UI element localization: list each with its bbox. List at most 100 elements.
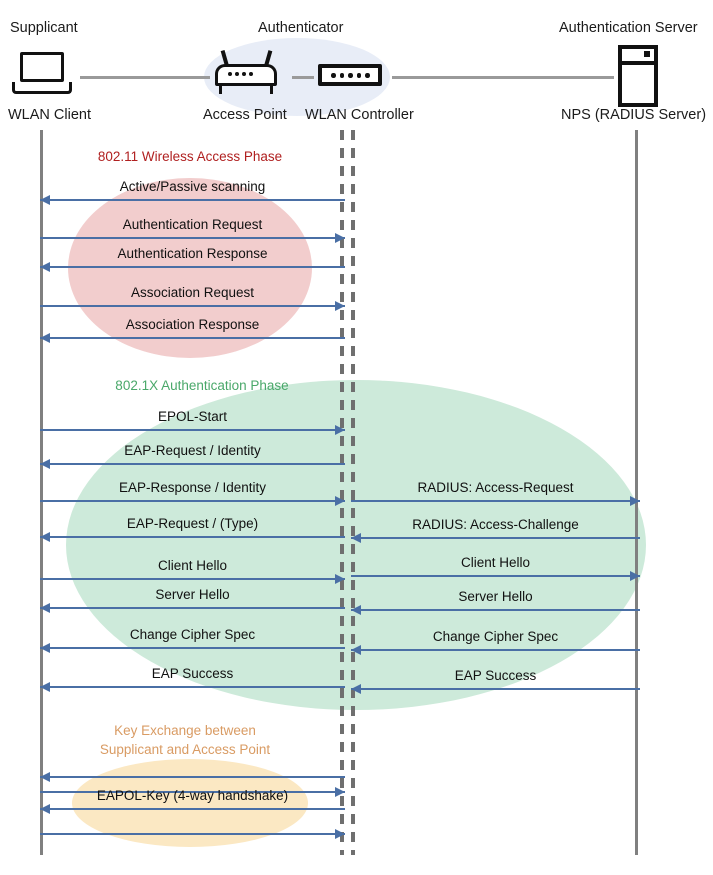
message-arrow-line: [40, 776, 345, 778]
arrowhead-left-icon: [40, 261, 50, 272]
message-label: Active/Passive scanning: [119, 179, 266, 194]
arrowhead-right-icon: [335, 424, 345, 435]
message-label: EAP-Response / Identity: [118, 480, 267, 495]
message-arrow-line: [40, 266, 345, 268]
message-arrow-line: [351, 688, 640, 690]
node-label-nps-radius-server: NPS (RADIUS Server): [561, 107, 707, 123]
wire-controller-to-server: [392, 76, 614, 79]
arrowhead-right-icon: [335, 786, 345, 797]
access-point-foot-right: [270, 86, 280, 94]
arrowhead-left-icon: [40, 803, 50, 814]
message-label: Association Response: [125, 317, 260, 332]
message-label: EAPOL-Key (4-way handshake): [96, 788, 289, 803]
message-arrow-line: [40, 199, 345, 201]
role-title-authentication-server: Authentication Server: [559, 20, 698, 36]
wire-ap-to-controller: [292, 76, 314, 79]
message-arrow-line: [40, 237, 345, 239]
auth-server-lifeline: [635, 130, 638, 855]
message-label: Authentication Response: [117, 246, 268, 261]
server-icon: [618, 45, 658, 107]
message-label: Client Hello: [460, 555, 531, 570]
phase-caption-key-exchange-line2: Supplicant and Access Point: [99, 742, 271, 757]
arrowhead-left-icon: [351, 604, 361, 615]
role-title-authenticator: Authenticator: [258, 20, 344, 36]
arrowhead-left-icon: [40, 194, 50, 205]
arrowhead-left-icon: [40, 458, 50, 469]
access-point-body: [215, 64, 277, 86]
laptop-screen-part: [20, 52, 64, 82]
server-status-led: [644, 51, 650, 57]
arrowhead-left-icon: [351, 532, 361, 543]
phase-blob-dot1x-auth: [66, 380, 646, 710]
authenticator-lifeline-left: [340, 130, 344, 855]
arrowhead-right-icon: [335, 573, 345, 584]
message-label: Server Hello: [458, 589, 533, 604]
message-label: Change Cipher Spec: [129, 627, 256, 642]
message-arrow-line: [351, 537, 640, 539]
arrowhead-right-icon: [630, 570, 640, 581]
arrowhead-left-icon: [40, 771, 50, 782]
server-chassis: [618, 45, 658, 107]
message-arrow-line: [40, 429, 345, 431]
node-label-wlan-controller: WLAN Controller: [305, 107, 414, 123]
arrowhead-right-icon: [335, 828, 345, 839]
message-label: EAP-Request / Identity: [124, 443, 261, 458]
arrowhead-left-icon: [40, 531, 50, 542]
message-label: Server Hello: [155, 587, 230, 602]
arrowhead-left-icon: [40, 681, 50, 692]
arrowhead-right-icon: [335, 300, 345, 311]
arrowhead-left-icon: [351, 644, 361, 655]
message-arrow-line: [40, 536, 345, 538]
phase-blob-wireless-access: [68, 178, 312, 358]
arrowhead-right-icon: [630, 495, 640, 506]
message-arrow-line: [40, 607, 345, 609]
phase-caption-key-exchange: Key Exchange between Supplicant and Acce…: [80, 721, 290, 759]
node-label-wlan-client: WLAN Client: [8, 107, 91, 123]
laptop-base-part: [12, 82, 72, 94]
access-point-leds: [228, 72, 253, 76]
phase-blob-key-exchange: [72, 759, 308, 847]
message-arrow-line: [40, 578, 345, 580]
node-label-access-point: Access Point: [203, 107, 287, 123]
laptop-icon: [12, 52, 72, 96]
message-arrow-line: [40, 500, 345, 502]
message-label: RADIUS: Access-Request: [417, 480, 574, 495]
message-arrow-line: [40, 833, 345, 835]
server-bay-divider: [618, 61, 658, 65]
arrowhead-right-icon: [335, 495, 345, 506]
supplicant-lifeline: [40, 130, 43, 855]
arrowhead-left-icon: [351, 683, 361, 694]
arrowhead-left-icon: [40, 602, 50, 613]
role-title-supplicant: Supplicant: [10, 20, 78, 36]
message-label: Change Cipher Spec: [432, 629, 559, 644]
wlan-controller-leds: [331, 73, 370, 78]
message-arrow-line: [351, 575, 640, 577]
message-label: EAP-Request / (Type): [126, 516, 259, 531]
wire-client-to-ap: [80, 76, 210, 79]
arrowhead-right-icon: [335, 232, 345, 243]
phase-caption-dot1x-auth: 802.1X Authentication Phase: [115, 378, 289, 393]
message-arrow-line: [351, 500, 640, 502]
message-arrow-line: [40, 647, 345, 649]
message-label: EAP Success: [151, 666, 234, 681]
message-label: EPOL-Start: [157, 409, 228, 424]
access-point-icon: [215, 50, 277, 96]
arrowhead-left-icon: [40, 642, 50, 653]
header-layer: Supplicant Authenticator Authentication …: [0, 0, 713, 135]
access-point-foot-left: [219, 86, 229, 94]
authenticator-lifeline-right: [351, 130, 355, 855]
message-arrow-line: [40, 791, 345, 793]
phase-caption-key-exchange-line1: Key Exchange between: [114, 723, 256, 738]
wlan-controller-icon: [318, 64, 382, 88]
message-arrow-line: [40, 463, 345, 465]
arrowhead-left-icon: [40, 332, 50, 343]
message-arrow-line: [40, 808, 345, 810]
message-label: Client Hello: [157, 558, 228, 573]
phase-caption-wireless-access: 802.11 Wireless Access Phase: [97, 149, 283, 164]
message-label: RADIUS: Access-Challenge: [412, 517, 579, 532]
